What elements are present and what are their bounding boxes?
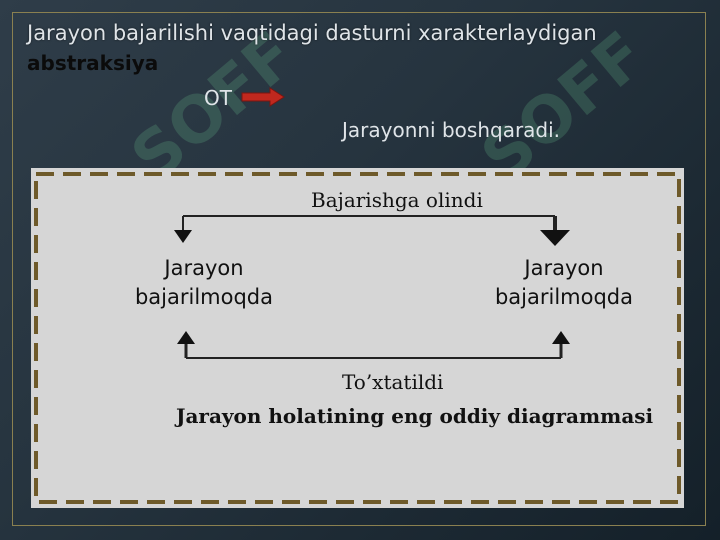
right-up-arrowhead <box>552 331 570 344</box>
dashed-border <box>34 172 681 504</box>
diagram-caption: Jarayon holatining eng oddiy diagrammasi <box>176 404 654 428</box>
statement-text: Jarayonni boshqaradi. <box>342 118 561 142</box>
bottom-transition-label: To’xtatildi <box>342 370 444 394</box>
ot-label: OT <box>204 86 232 110</box>
left-state-line2: bajarilmoqda <box>134 285 274 309</box>
right-arrow-icon <box>241 87 285 107</box>
slide-frame <box>12 12 706 526</box>
top-transition-label: Bajarishga olindi <box>311 188 483 212</box>
right-down-arrowhead <box>540 230 570 246</box>
heading-keyword: abstraksiya <box>27 51 159 75</box>
left-down-arrowhead <box>174 230 192 243</box>
left-up-arrowhead <box>177 331 195 344</box>
heading-line: Jarayon bajarilishi vaqtidagi dasturni x… <box>27 21 597 45</box>
right-state-line2: bajarilmoqda <box>494 285 634 309</box>
state-diagram: Bajarishga olindi Jarayon bajarilmoqda J… <box>31 168 684 508</box>
left-state: Jarayon bajarilmoqda <box>99 254 309 312</box>
right-state-line1: Jarayon <box>524 256 604 280</box>
right-state: Jarayon bajarilmoqda <box>459 254 669 312</box>
diagram-graphics <box>34 172 681 504</box>
left-state-line1: Jarayon <box>164 256 244 280</box>
